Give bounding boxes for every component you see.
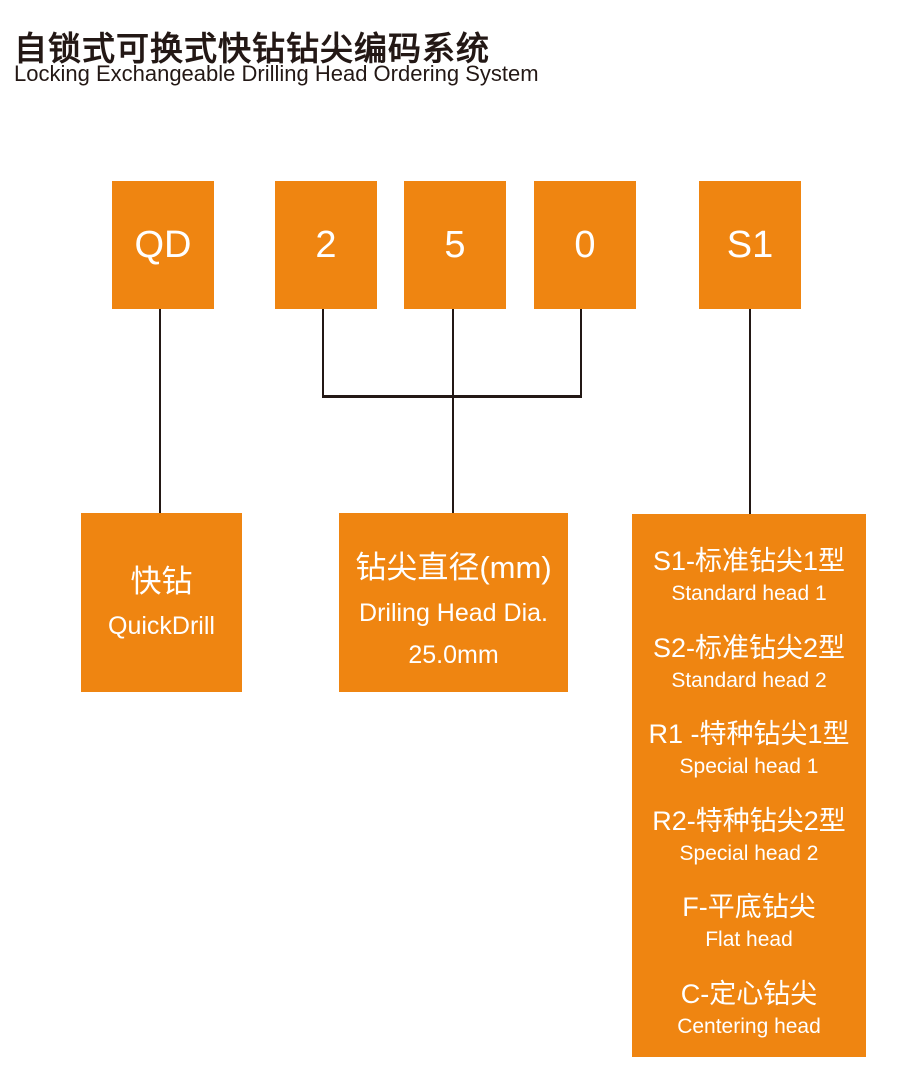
code-box-suffix: S1 (699, 181, 801, 309)
code-box-digit-2: 5 (404, 181, 506, 309)
head-type-zh: C-定心钻尖 (680, 978, 818, 1009)
connector-digit1-drop (322, 309, 324, 398)
connector-prefix-to-brand (159, 309, 161, 513)
head-type-item-s1: S1-标准钻尖1型 Standard head 1 (653, 544, 845, 608)
diameter-label-en: Driling Head Dia. (359, 598, 548, 627)
head-type-item-c: C-定心钻尖 Centering head (677, 977, 821, 1041)
head-type-item-s2: S2-标准钻尖2型 Standard head 2 (653, 631, 845, 695)
head-type-item-r1: R1 -特种钻尖1型 Special head 1 (648, 717, 849, 781)
head-type-zh: F-平底钻尖 (682, 892, 816, 923)
head-type-zh: S1-标准钻尖1型 (652, 546, 846, 576)
head-type-en: Centering head (677, 1014, 821, 1038)
diameter-label-zh: 钻尖直径(mm) (355, 549, 552, 585)
page-subtitle: Locking Exchangeable Drilling Head Order… (14, 61, 539, 86)
head-type-zh: R1 -特种钻尖1型 (648, 719, 850, 750)
brand-label-zh: 快钻 (130, 563, 193, 599)
head-type-en: Special head 2 (679, 841, 819, 865)
head-type-en: Standard head 1 (671, 582, 827, 605)
head-type-zh: S2-标准钻尖2型 (652, 632, 846, 663)
brand-label-en: QuickDrill (108, 611, 215, 640)
code-box-digit-1: 2 (275, 181, 377, 309)
diameter-value: 25.0mm (408, 640, 499, 669)
legend-diameter-box: 钻尖直径(mm) Driling Head Dia. 25.0mm (339, 513, 568, 692)
legend-brand-box: 快钻 QuickDrill (81, 513, 242, 692)
connector-digits-bracket (322, 395, 582, 398)
head-type-en: Standard head 2 (671, 668, 827, 692)
connector-suffix-to-heads (749, 309, 751, 514)
head-type-en: Special head 1 (679, 755, 819, 779)
code-box-digit-3: 0 (534, 181, 636, 309)
legend-head-types-box: S1-标准钻尖1型 Standard head 1 S2-标准钻尖2型 Stan… (632, 514, 866, 1057)
head-type-item-f: F-平底钻尖 Flat head (682, 890, 815, 954)
code-box-prefix: QD (112, 181, 214, 309)
head-type-item-r2: R2-特种钻尖2型 Special head 2 (652, 804, 846, 868)
page-title: 自锁式可换式快钻钻尖编码系统 (14, 30, 490, 67)
head-type-zh: R2-特种钻尖2型 (652, 805, 846, 836)
connector-digit3-drop (580, 309, 582, 398)
connector-digit2-to-diameter (452, 309, 454, 513)
head-type-en: Flat head (705, 928, 793, 952)
